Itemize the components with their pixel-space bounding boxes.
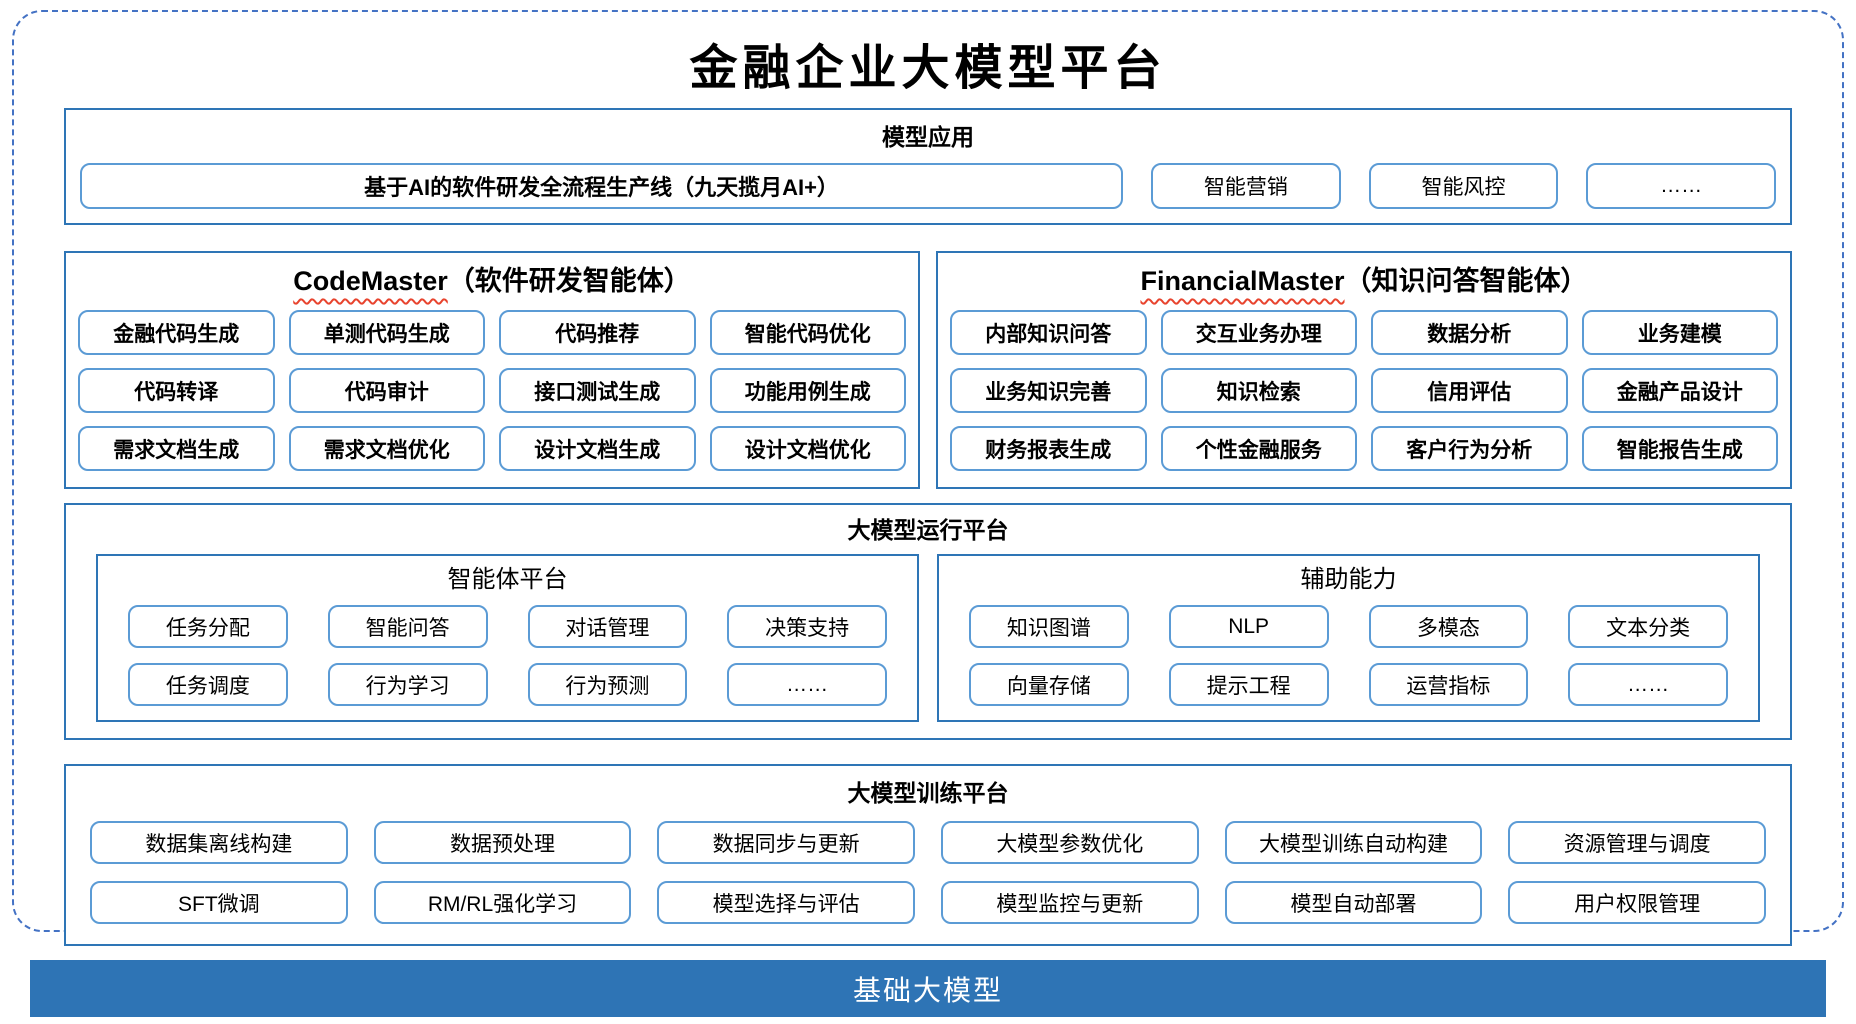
codemaster-item: 代码审计 xyxy=(288,368,485,413)
codemaster-item: 接口测试生成 xyxy=(499,368,696,413)
section-training-platform: 大模型训练平台 数据集离线构建 数据预处理 数据同步与更新 大模型参数优化 大模… xyxy=(64,764,1792,946)
page-title: 金融企业大模型平台 xyxy=(689,40,1167,96)
codemaster-title-en: CodeMaster xyxy=(293,266,448,296)
section-codemaster: CodeMaster（软件研发智能体） 金融代码生成 单测代码生成 代码推荐 智… xyxy=(64,251,920,489)
training-item: 用户权限管理 xyxy=(1508,881,1766,924)
codemaster-grid: 金融代码生成 单测代码生成 代码推荐 智能代码优化 代码转译 代码审计 接口测试… xyxy=(78,310,906,471)
aux-capability-item: 运营指标 xyxy=(1368,663,1529,706)
financialmaster-item: 财务报表生成 xyxy=(950,426,1147,471)
codemaster-item: 代码推荐 xyxy=(499,310,696,355)
codemaster-item: 智能代码优化 xyxy=(709,310,906,355)
training-item: 资源管理与调度 xyxy=(1508,821,1766,864)
platform-diagram-frame: 金融企业大模型平台 模型应用 基于AI的软件研发全流程生产线（九天揽月AI+） … xyxy=(12,10,1844,946)
financialmaster-item: 交互业务办理 xyxy=(1160,310,1357,355)
agent-platform-item: 行为预测 xyxy=(527,663,688,706)
financialmaster-item: 金融产品设计 xyxy=(1581,368,1778,413)
codemaster-item: 单测代码生成 xyxy=(288,310,485,355)
app-item: 智能风控 xyxy=(1368,163,1559,209)
agents-row: CodeMaster（软件研发智能体） 金融代码生成 单测代码生成 代码推荐 智… xyxy=(64,251,1792,489)
section-runtime-platform: 大模型运行平台 智能体平台 任务分配 智能问答 对话管理 决策支持 任务调度 行… xyxy=(64,503,1792,740)
training-item: 数据同步与更新 xyxy=(657,821,915,864)
subsection-title-aux-capability: 辅助能力 xyxy=(1300,566,1397,593)
agent-platform-item-ellipsis: …… xyxy=(727,663,887,706)
agent-platform-item: 任务分配 xyxy=(128,605,288,648)
app-item: 智能营销 xyxy=(1151,163,1341,209)
training-item: RM/RL强化学习 xyxy=(373,881,632,924)
section-title-model-applications: 模型应用 xyxy=(882,124,974,150)
training-item: 大模型参数优化 xyxy=(940,821,1199,864)
financialmaster-item: 数据分析 xyxy=(1371,310,1568,355)
financialmaster-item: 知识检索 xyxy=(1160,368,1357,413)
training-item: 数据预处理 xyxy=(373,821,632,864)
agent-platform-item: 对话管理 xyxy=(527,605,688,648)
financialmaster-item: 业务建模 xyxy=(1581,310,1778,355)
codemaster-item: 代码转译 xyxy=(78,368,275,413)
aux-capability-item: 向量存储 xyxy=(969,663,1129,706)
codemaster-item: 需求文档生成 xyxy=(78,426,275,471)
agent-platform-grid: 任务分配 智能问答 对话管理 决策支持 任务调度 行为学习 行为预测 …… xyxy=(128,605,887,706)
section-model-applications: 模型应用 基于AI的软件研发全流程生产线（九天揽月AI+） 智能营销 智能风控 … xyxy=(64,108,1792,225)
app-item-ellipsis: …… xyxy=(1586,163,1776,209)
aux-capability-item: 多模态 xyxy=(1368,605,1529,648)
codemaster-item: 设计文档生成 xyxy=(499,426,696,471)
runtime-columns: 智能体平台 任务分配 智能问答 对话管理 决策支持 任务调度 行为学习 行为预测… xyxy=(96,554,1760,722)
section-title-codemaster: CodeMaster（软件研发智能体） xyxy=(78,261,906,301)
training-item: 模型选择与评估 xyxy=(657,881,915,924)
subsection-agent-platform: 智能体平台 任务分配 智能问答 对话管理 决策支持 任务调度 行为学习 行为预测… xyxy=(96,554,919,722)
financialmaster-grid: 内部知识问答 交互业务办理 数据分析 业务建模 业务知识完善 知识检索 信用评估… xyxy=(950,310,1778,471)
financialmaster-title-en: FinancialMaster xyxy=(1140,266,1345,296)
section-title-runtime-platform: 大模型运行平台 xyxy=(847,517,1009,543)
financialmaster-title-zh: （知识问答智能体） xyxy=(1344,266,1588,296)
apps-row: 基于AI的软件研发全流程生产线（九天揽月AI+） 智能营销 智能风控 …… xyxy=(80,163,1776,209)
agent-platform-item: 智能问答 xyxy=(327,605,488,648)
section-title-financialmaster: FinancialMaster（知识问答智能体） xyxy=(950,261,1778,301)
training-item: 模型自动部署 xyxy=(1224,881,1483,924)
financialmaster-item: 业务知识完善 xyxy=(950,368,1147,413)
financialmaster-item: 智能报告生成 xyxy=(1581,426,1778,471)
codemaster-item: 金融代码生成 xyxy=(78,310,275,355)
financialmaster-item: 客户行为分析 xyxy=(1371,426,1568,471)
financialmaster-item: 个性金融服务 xyxy=(1160,426,1357,471)
aux-capability-item: 文本分类 xyxy=(1568,605,1728,648)
subsection-title-agent-platform: 智能体平台 xyxy=(447,566,568,593)
aux-capability-item-ellipsis: …… xyxy=(1568,663,1728,706)
subsection-aux-capability: 辅助能力 知识图谱 NLP 多模态 文本分类 向量存储 提示工程 运营指标 …… xyxy=(937,554,1760,722)
codemaster-item: 需求文档优化 xyxy=(288,426,485,471)
training-grid: 数据集离线构建 数据预处理 数据同步与更新 大模型参数优化 大模型训练自动构建 … xyxy=(90,821,1766,924)
aux-capability-grid: 知识图谱 NLP 多模态 文本分类 向量存储 提示工程 运营指标 …… xyxy=(969,605,1728,706)
financialmaster-item: 信用评估 xyxy=(1371,368,1568,413)
app-item-main-production-line: 基于AI的软件研发全流程生产线（九天揽月AI+） xyxy=(80,163,1124,209)
financialmaster-item: 内部知识问答 xyxy=(950,310,1147,355)
aux-capability-item: 知识图谱 xyxy=(969,605,1129,648)
training-item: 数据集离线构建 xyxy=(90,821,348,864)
foundation-model-bar: 基础大模型 xyxy=(30,960,1826,1017)
training-item: 模型监控与更新 xyxy=(940,881,1199,924)
section-financialmaster: FinancialMaster（知识问答智能体） 内部知识问答 交互业务办理 数… xyxy=(936,251,1792,489)
aux-capability-item: 提示工程 xyxy=(1168,663,1329,706)
codemaster-title-zh: （软件研发智能体） xyxy=(447,266,691,296)
section-title-training-platform: 大模型训练平台 xyxy=(847,780,1009,806)
training-item: 大模型训练自动构建 xyxy=(1224,821,1483,864)
agent-platform-item: 任务调度 xyxy=(128,663,288,706)
codemaster-item: 设计文档优化 xyxy=(709,426,906,471)
agent-platform-item: 行为学习 xyxy=(327,663,488,706)
agent-platform-item: 决策支持 xyxy=(727,605,887,648)
aux-capability-item: NLP xyxy=(1168,605,1329,648)
codemaster-item: 功能用例生成 xyxy=(709,368,906,413)
training-item: SFT微调 xyxy=(90,881,348,924)
